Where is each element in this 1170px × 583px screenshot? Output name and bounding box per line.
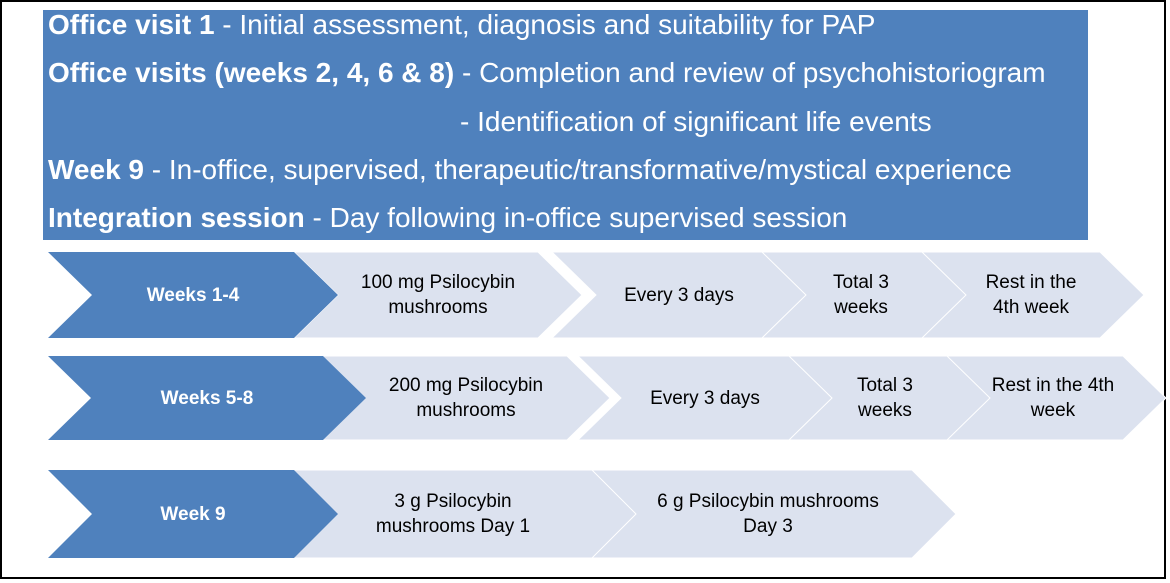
step-label: 100 mg Psilocybin mushrooms bbox=[360, 272, 516, 318]
schedule-header-box bbox=[43, 10, 1088, 240]
step-label: Total 3 weeks bbox=[856, 375, 913, 421]
step-label: Every 3 days bbox=[624, 284, 734, 306]
header-line-bold: Integration session bbox=[48, 202, 305, 233]
step-label: Rest in the 4th week bbox=[991, 375, 1115, 421]
period-chevron-row2 bbox=[48, 356, 366, 440]
header-line-text: - In-office, supervised, therapeutic/tra… bbox=[144, 154, 1012, 185]
step-label: Every 3 days bbox=[650, 387, 760, 409]
header-line-text: - Day following in-office supervised ses… bbox=[304, 202, 848, 233]
header-line-identification: - Identification of significant life eve… bbox=[460, 107, 932, 137]
step-chevron-row2-2 bbox=[576, 355, 833, 441]
period-label: Week 9 bbox=[160, 503, 226, 525]
step-label: 6 g Psilocybin mushrooms Day 3 bbox=[657, 491, 879, 537]
period-label: Weeks 1-4 bbox=[146, 284, 240, 306]
period-chevron-row1 bbox=[48, 252, 338, 338]
step-label: Total 3 weeks bbox=[833, 272, 889, 318]
header-line-integration: Integration session - Day following in-o… bbox=[48, 203, 847, 233]
header-line-bold: Office visits (weeks 2, 4, 6 & 8) bbox=[48, 57, 455, 88]
step-chevron-row1-2 bbox=[550, 251, 807, 339]
period-chevron-row3 bbox=[48, 470, 338, 558]
header-line-bold: Week 9 bbox=[48, 154, 144, 185]
step-label: 3 g Psilocybin mushrooms Day 1 bbox=[375, 491, 531, 537]
step-label: 200 mg Psilocybin mushrooms bbox=[388, 375, 544, 421]
header-line-text: - Identification of significant life eve… bbox=[460, 106, 932, 137]
header-line-text: - Completion and review of psychohistori… bbox=[454, 57, 1046, 88]
header-line-office-visits: Office visits (weeks 2, 4, 6 & 8) - Comp… bbox=[48, 58, 1046, 88]
step-label: Rest in the 4th week bbox=[985, 272, 1077, 318]
header-line-week-9: Week 9 - In-office, supervised, therapeu… bbox=[48, 155, 1012, 185]
header-line-text: - Initial assessment, diagnosis and suit… bbox=[214, 9, 876, 40]
header-line-office-visit-1: Office visit 1 - Initial assessment, dia… bbox=[48, 10, 875, 40]
header-line-bold: Office visit 1 bbox=[48, 9, 215, 40]
period-label: Weeks 5-8 bbox=[160, 387, 254, 409]
